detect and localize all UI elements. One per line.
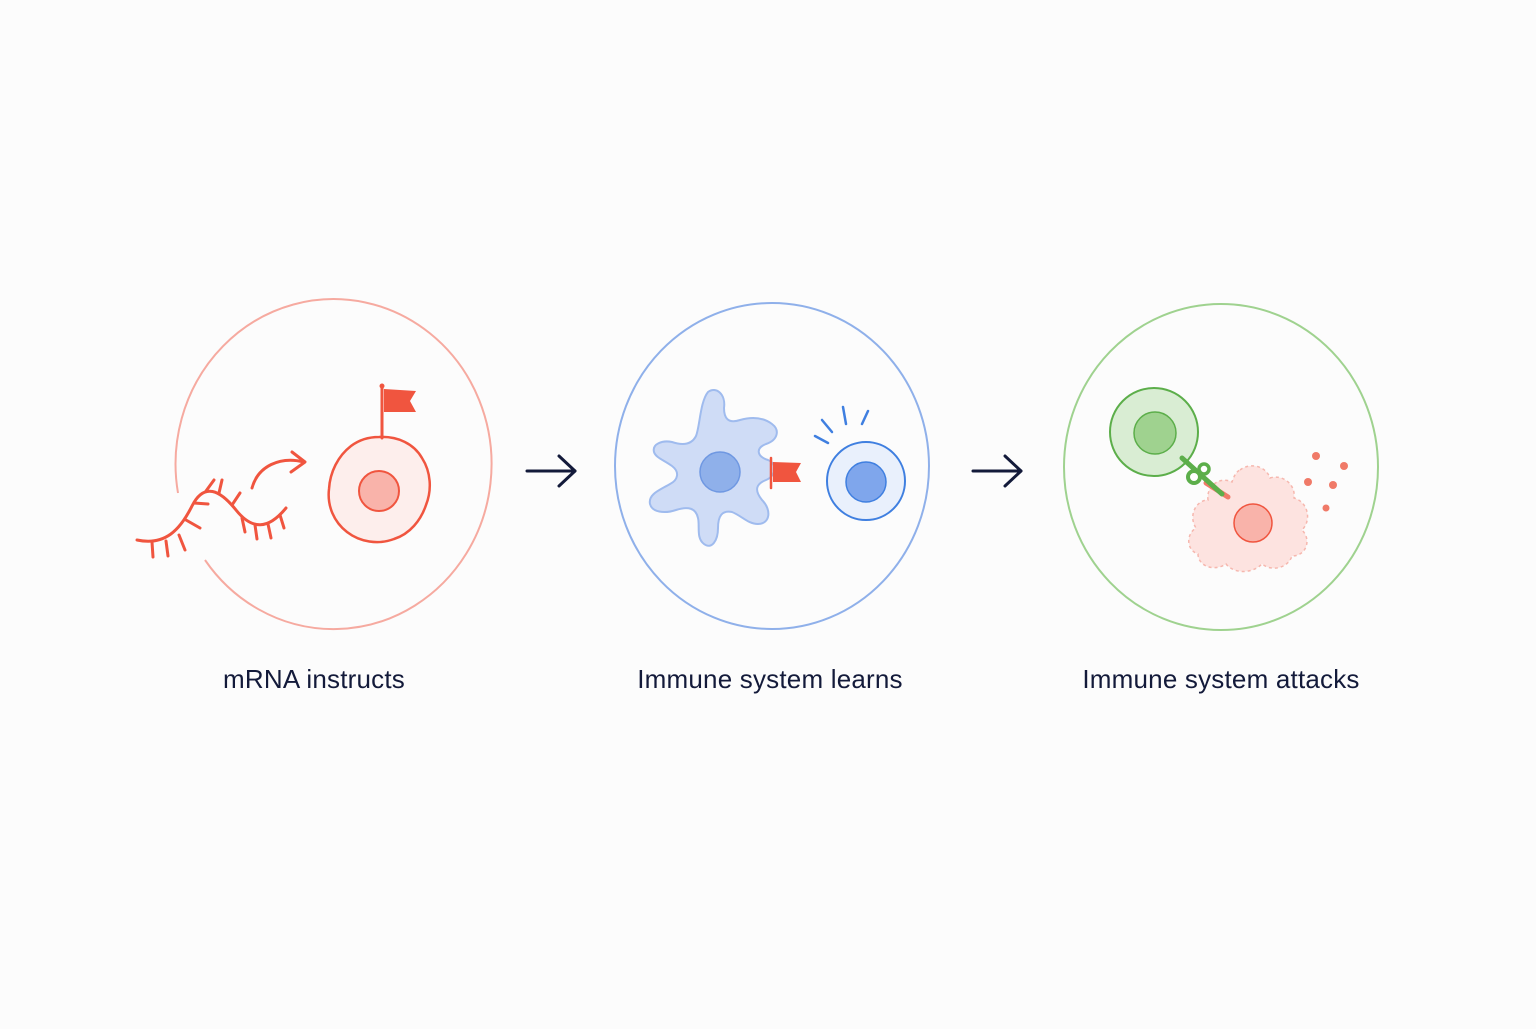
debris-dots-icon xyxy=(1304,452,1348,512)
dendritic-cell-icon xyxy=(648,389,778,547)
step-3-panel xyxy=(1063,303,1379,631)
step-2-panel xyxy=(614,302,930,630)
mrna-strand-icon xyxy=(135,478,288,559)
receptor-binding-icon xyxy=(1179,455,1231,500)
step-1-ring xyxy=(174,298,493,631)
step-1-label: mRNA instructs xyxy=(223,664,405,694)
right-arrow-icon xyxy=(971,454,1023,488)
right-arrow-icon xyxy=(525,454,577,488)
cell-icon xyxy=(327,435,431,544)
t-cell-icon xyxy=(826,441,906,521)
antigen-flag-icon xyxy=(379,383,416,440)
step-3-label: Immune system attacks xyxy=(1082,664,1360,694)
antigen-flag-icon xyxy=(769,456,801,490)
signal-lines-icon xyxy=(813,405,870,445)
step-2-ring xyxy=(614,302,930,630)
t-cell-icon xyxy=(1109,387,1199,477)
step-1-panel xyxy=(135,298,493,631)
step-3-ring xyxy=(1063,303,1379,631)
step-2-label: Immune system learns xyxy=(637,664,903,694)
curved-arrow-icon xyxy=(250,450,307,490)
